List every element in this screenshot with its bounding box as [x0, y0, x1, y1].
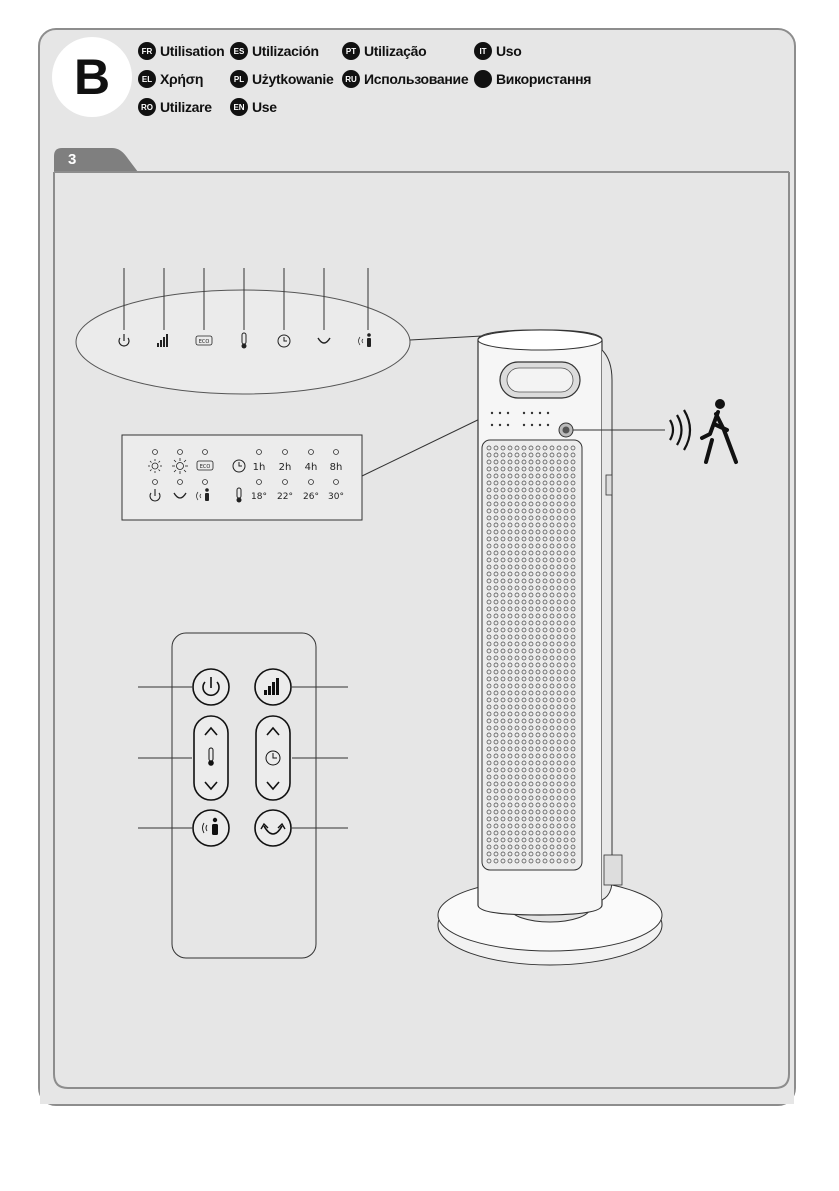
- timer-label: 8h: [330, 462, 343, 473]
- section-number: 3: [68, 151, 76, 168]
- remote-presence-button[interactable]: [193, 810, 229, 846]
- remote-temperature-rocker[interactable]: [194, 716, 228, 800]
- body-area: [40, 124, 794, 1104]
- temp-label: 18°: [251, 492, 267, 502]
- remote-timer-rocker[interactable]: [256, 716, 290, 800]
- temp-label: 30°: [328, 492, 344, 502]
- eco-label: ECO: [200, 464, 211, 470]
- control-ellipse: [76, 290, 410, 394]
- temp-label: 26°: [303, 492, 319, 502]
- timer-label: 2h: [279, 462, 292, 473]
- temp-label: 22°: [277, 492, 293, 502]
- timer-label: 1h: [253, 462, 266, 473]
- display-panel: [122, 435, 362, 520]
- remote-fan-speed-button[interactable]: [255, 669, 291, 705]
- remote-power-button[interactable]: [193, 669, 229, 705]
- remote-oscillation-button[interactable]: [255, 810, 291, 846]
- svg-text:ECO: ECO: [199, 339, 210, 345]
- timer-label: 4h: [305, 462, 318, 473]
